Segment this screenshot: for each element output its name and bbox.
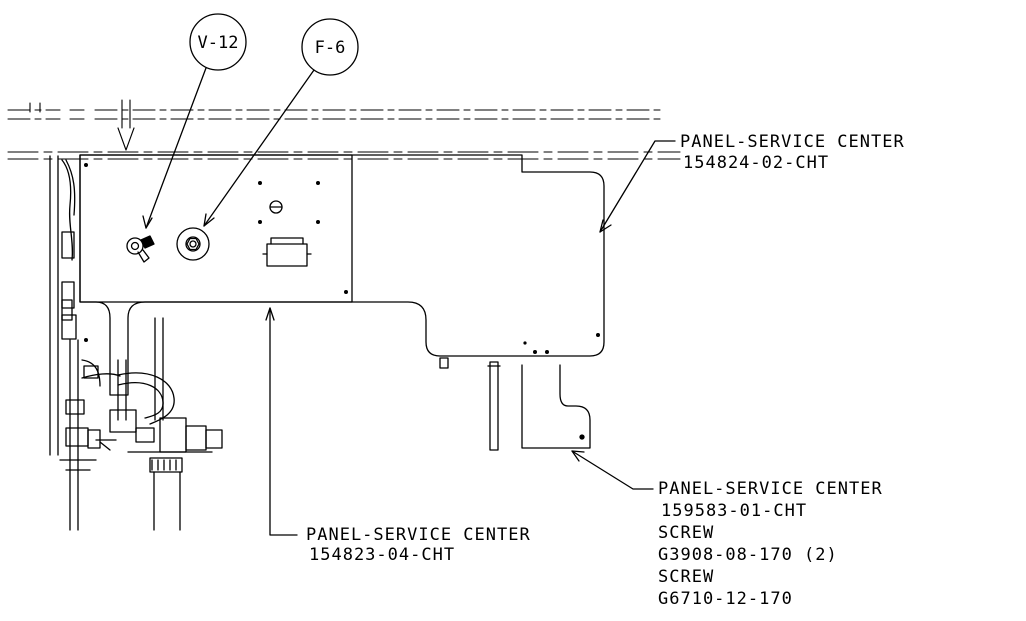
drain-nubs xyxy=(439,357,501,451)
valve-v12 xyxy=(126,235,155,263)
bubble-f6-circle xyxy=(301,18,359,76)
plumbing-assembly xyxy=(81,317,223,531)
callout-screw-2-label: SCREW xyxy=(658,567,714,587)
callout-bottom-center-part: 154823-04-CHT xyxy=(309,545,455,565)
bubble-f6: F-6 xyxy=(315,38,346,58)
top-rails xyxy=(7,99,681,160)
panel-fasteners xyxy=(84,163,600,354)
panel-inner-square xyxy=(79,154,353,303)
bubble-v12-circle xyxy=(189,13,247,71)
callout-bottom-center-name: PANEL-SERVICE CENTER xyxy=(306,525,531,545)
left-frame xyxy=(49,155,101,531)
panel-159583-01 xyxy=(521,364,591,449)
callout-top-right-part: 154824-02-CHT xyxy=(683,153,829,173)
callout-bottom-right-name: PANEL-SERVICE CENTER xyxy=(658,479,883,499)
callout-top-right-name: PANEL-SERVICE CENTER xyxy=(680,132,905,152)
bubble-v12: V-12 xyxy=(198,33,239,53)
callout-bottom-right-part: 159583-01-CHT xyxy=(661,501,807,521)
callout-screw-2-part: G6710-12-170 xyxy=(658,589,793,609)
panel-cutout xyxy=(269,200,283,214)
callout-screw-1-label: SCREW xyxy=(658,523,714,543)
gauge-window xyxy=(262,237,312,267)
filter-f6-fitting xyxy=(176,227,210,261)
panel-154824-02 xyxy=(79,154,605,396)
leader-lines xyxy=(142,67,676,536)
callout-screw-1-part: G3908-08-170 (2) xyxy=(658,545,838,565)
